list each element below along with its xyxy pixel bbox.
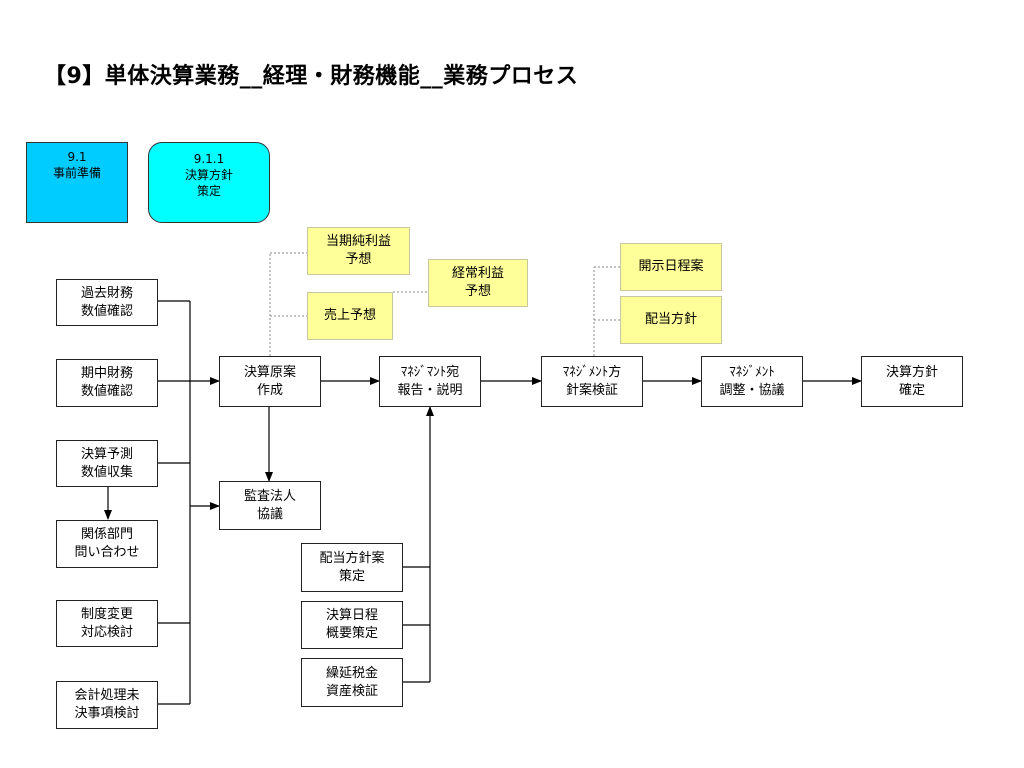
input-box-past-financials: 過去財務 数値確認: [56, 279, 158, 326]
process-adjustment: ﾏﾈｼﾞﾒﾝﾄ 調整・協議: [701, 356, 803, 407]
note-net-income-forecast: 当期純利益 予想: [307, 227, 410, 275]
input-box-regulation-change: 制度変更 対応検討: [56, 600, 158, 647]
process-draft: 決算原案 作成: [219, 356, 321, 407]
input-box-dept-inquiry: 関係部門 問い合わせ: [56, 520, 158, 568]
input-box-unresolved-accounting: 会計処理未 決事項検討: [56, 681, 158, 729]
input-box-forecast-collection: 決算予測 数値収集: [56, 440, 158, 487]
process-confirm: 決算方針 確定: [861, 356, 963, 407]
process-management-report: ﾏﾈｼﾞﾏﾝﾄ宛 報告・説明: [379, 356, 481, 407]
process-audit-consultation: 監査法人 協議: [219, 481, 321, 530]
note-disclosure-schedule: 開示日程案: [620, 243, 722, 291]
input-box-interim-financials: 期中財務 数値確認: [56, 359, 158, 407]
note-dividend-policy: 配当方針: [620, 296, 722, 344]
note-sales-forecast: 売上予想: [307, 292, 393, 340]
process-policy-review: ﾏﾈｼﾞﾒﾝﾄ方 針案検証: [541, 356, 643, 407]
note-ordinary-income-forecast: 経常利益 予想: [428, 259, 528, 307]
sub-input-deferred-tax: 繰延税金 資産検証: [301, 658, 403, 707]
page-title: 【9】単体決算業務__経理・財務機能__業務プロセス: [44, 64, 579, 89]
sub-input-dividend-policy: 配当方針案 策定: [301, 543, 403, 592]
task-badge: 9.1.1 決算方針 策定: [148, 142, 270, 223]
phase-badge: 9.1 事前準備: [26, 142, 128, 223]
sub-input-schedule: 決算日程 概要策定: [301, 601, 403, 649]
